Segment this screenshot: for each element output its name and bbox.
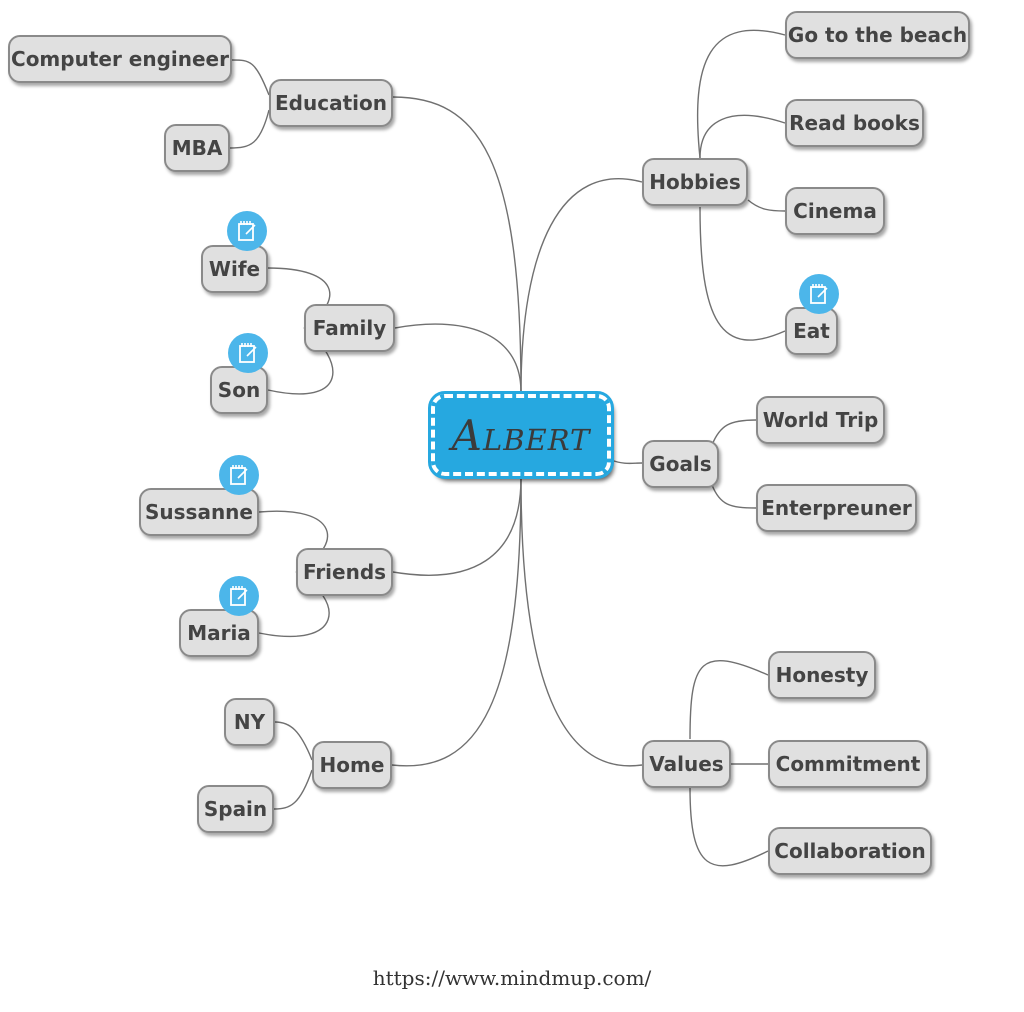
node-mba[interactable]: MBA [164,124,230,172]
node-values[interactable]: Values [642,740,731,788]
link-family [394,323,522,393]
notepad-icon[interactable] [219,576,259,616]
node-go-to-the-beach[interactable]: Go to the beach [785,11,970,59]
node-enterpreuner[interactable]: Enterpreuner [756,484,917,532]
node-sussanne[interactable]: Sussanne [139,488,259,536]
link-values [520,477,643,767]
node-ny[interactable]: NY [224,698,275,746]
notepad-icon[interactable] [799,274,839,314]
link-education [392,96,522,393]
link-home [391,477,522,767]
node-goals[interactable]: Goals [642,440,719,488]
node-hobbies[interactable]: Hobbies [642,158,748,206]
node-wife[interactable]: Wife [201,245,268,293]
node-friends[interactable]: Friends [296,548,393,596]
node-collaboration[interactable]: Collaboration [768,827,932,875]
central-node[interactable]: Albert [428,391,614,479]
node-son[interactable]: Son [210,366,268,414]
source-url: https://www.mindmup.com/ [372,966,652,990]
node-education[interactable]: Education [269,79,393,127]
node-cinema[interactable]: Cinema [785,187,885,235]
node-commitment[interactable]: Commitment [768,740,928,788]
link-friends [392,477,522,576]
link-goals [610,459,643,465]
node-maria[interactable]: Maria [179,609,259,657]
node-family[interactable]: Family [304,304,395,352]
notepad-icon[interactable] [227,211,267,251]
link-hobbies [520,178,643,393]
notepad-icon[interactable] [228,333,268,373]
node-computer-engineer[interactable]: Computer engineer [8,35,232,83]
notepad-icon[interactable] [219,455,259,495]
node-eat[interactable]: Eat [785,307,838,355]
node-home[interactable]: Home [312,741,392,789]
node-read-books[interactable]: Read books [785,99,924,147]
node-honesty[interactable]: Honesty [768,651,876,699]
node-world-trip[interactable]: World Trip [756,396,885,444]
node-spain[interactable]: Spain [197,785,274,833]
